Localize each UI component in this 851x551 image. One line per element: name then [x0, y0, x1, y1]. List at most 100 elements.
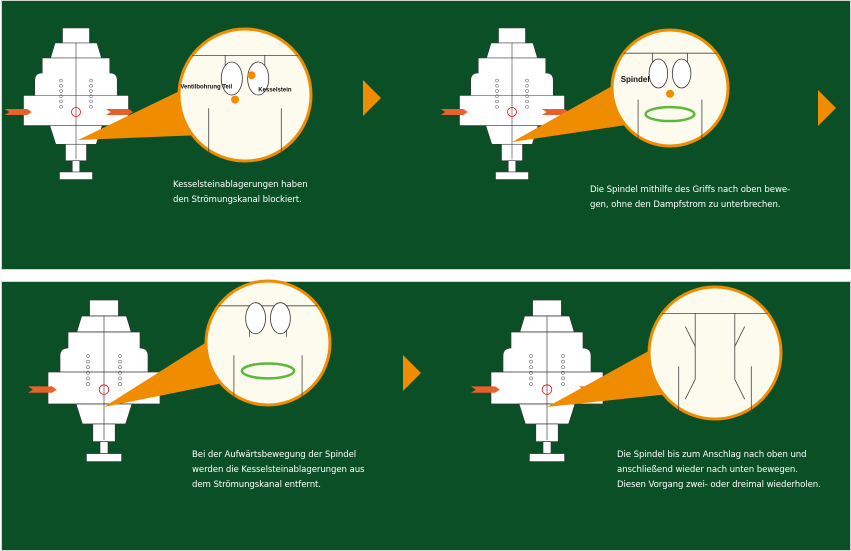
next-step-arrow: [818, 90, 836, 126]
spring-coil: [561, 382, 565, 386]
spring-coil: [59, 78, 63, 83]
caption-line: gen, ohne den Dampfstrom zu unterbrechen…: [590, 200, 781, 210]
step-3-caption: Bei der Aufwärtsbewegung der Spindel wer…: [192, 448, 365, 493]
scale-deposit: [247, 61, 270, 96]
scale-deposit: [671, 58, 692, 89]
spring-coil: [59, 99, 63, 104]
flow-arrow-in: [440, 109, 468, 115]
spring-coil: [86, 370, 90, 375]
magnifier-lens: [647, 285, 783, 421]
spring-coil: [525, 78, 529, 83]
spring-coil: [495, 89, 499, 93]
flow-ring: [644, 105, 696, 123]
valve-stem: [507, 160, 517, 173]
valve-body: [440, 27, 569, 180]
spring-coil: [86, 359, 90, 364]
flow-arrow-in: [471, 386, 500, 393]
valve-body: [471, 299, 608, 462]
spring-coil: [495, 99, 499, 104]
caption-line: werden die Kesselsteinablagerungen aus: [192, 465, 365, 475]
spring-coil: [495, 78, 499, 83]
spring-coil: [561, 359, 565, 364]
spring-coil: [89, 78, 93, 83]
focus-circle: [541, 384, 553, 395]
spring-coil: [561, 365, 565, 370]
spring-coil: [118, 376, 122, 381]
callout-label: Ventilbohrung Teil: [180, 84, 232, 90]
magnifier: Spindel: [512, 28, 730, 148]
caption-line: Diesen Vorgang zwei- oder dreimal wieder…: [617, 480, 821, 490]
spring-coil: [529, 365, 533, 370]
caption-line: Kesselsteinablagerungen haben: [173, 180, 308, 190]
spring-coil: [59, 105, 63, 109]
spring-coil: [529, 382, 533, 386]
spring-coil: [495, 105, 499, 109]
marker-dot: [231, 95, 240, 104]
valve-handle: [86, 453, 122, 462]
caption-line: Bei der Aufwärtsbewegung der Spindel: [192, 450, 357, 460]
valve-handle: [59, 171, 93, 180]
valve-bonnet-top: [62, 27, 90, 44]
spring-coil: [529, 376, 533, 381]
spring-coil: [118, 382, 122, 386]
spring-coil: [89, 105, 93, 109]
flow-arrow-in: [4, 109, 32, 115]
callout-label: Kesselstein: [258, 88, 292, 94]
spring-coil: [86, 365, 90, 370]
spring-coil: [529, 370, 533, 375]
spring-coil: [118, 359, 122, 364]
callout-label: Spindel: [621, 75, 650, 84]
spring-coil: [561, 376, 565, 381]
spring-coil: [86, 382, 90, 386]
caption-line: dem Strömungskanal entfernt.: [192, 480, 321, 490]
focus-circle: [507, 107, 517, 117]
spring-coil: [561, 370, 565, 375]
spring-coil: [89, 94, 93, 98]
caption-line: den Strömungskanal blockiert.: [173, 195, 302, 205]
focus-circle: [98, 384, 110, 395]
spring-coil: [495, 94, 499, 98]
scale-deposit: [245, 302, 266, 335]
spring-coil: [89, 84, 93, 88]
magnifier-beam: [512, 76, 641, 142]
spring-coil: [495, 84, 499, 88]
valve-stem: [542, 441, 552, 454]
step-4-caption: Die Spindel bis zum Anschlag nach oben u…: [617, 448, 821, 493]
caption-line: anschließend wieder nach unten bewegen.: [617, 465, 798, 475]
step-1-caption: Kesselsteinablagerungen haben den Strömu…: [173, 178, 308, 208]
valve-stem: [99, 441, 109, 454]
next-step-arrow: [403, 355, 421, 391]
spring-coil: [525, 89, 529, 93]
magnifier: [104, 279, 332, 407]
scale-deposit: [648, 58, 669, 89]
caption-line: Die Spindel mithilfe des Griffs nach obe…: [590, 185, 791, 195]
flow-arrow-in: [27, 386, 57, 393]
spring-coil: [59, 89, 63, 93]
magnifier: [547, 285, 783, 421]
marker-dot: [666, 89, 674, 98]
spring-coil: [525, 105, 529, 109]
spring-coil: [59, 94, 63, 98]
flow-ring: [240, 362, 296, 380]
valve-bonnet-top: [532, 299, 562, 317]
magnifier-lens: [204, 279, 332, 407]
spring-coil: [529, 359, 533, 364]
spring-coil: [118, 365, 122, 370]
spring-coil: [89, 99, 93, 104]
spring-coil: [89, 89, 93, 93]
flow-arrow-out: [106, 109, 133, 115]
flow-arrow-out: [542, 109, 569, 115]
spring-coil: [86, 354, 90, 358]
magnifier-beam: [104, 330, 237, 407]
spring-coil: [561, 354, 565, 358]
spring-coil: [118, 354, 122, 358]
next-step-arrow: [363, 80, 381, 116]
step-2-caption: Die Spindel mithilfe des Griffs nach obe…: [590, 183, 790, 213]
valve-stem: [71, 160, 81, 173]
spring-coil: [529, 354, 533, 358]
spring-coil: [59, 84, 63, 88]
clean-channel: [684, 326, 746, 400]
scale-deposit: [220, 61, 243, 96]
